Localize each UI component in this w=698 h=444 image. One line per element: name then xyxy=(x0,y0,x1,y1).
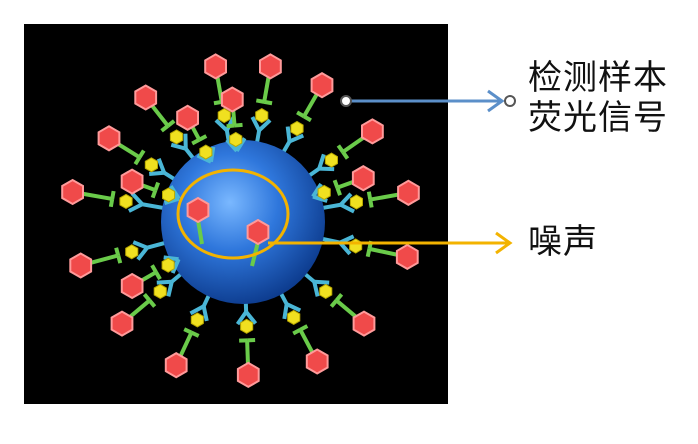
fluorophore-marker xyxy=(236,361,260,389)
antibody-complex xyxy=(61,178,167,213)
noise-label: 噪声 xyxy=(528,222,598,262)
antibody-complex xyxy=(97,125,178,183)
antigen-marker xyxy=(255,108,269,124)
antigen-marker xyxy=(240,318,254,334)
antigen-marker xyxy=(161,257,175,273)
fluorophore-marker xyxy=(397,179,420,206)
antigen-marker xyxy=(153,283,167,299)
antigen-marker xyxy=(317,184,331,200)
fluorophore-marker xyxy=(204,53,227,80)
fluorophore-marker xyxy=(120,272,144,300)
antibody-complex xyxy=(176,104,216,164)
antibody-complex xyxy=(220,86,247,153)
antibody-complexes-front xyxy=(120,86,375,300)
antigen-marker xyxy=(119,193,133,209)
fluorophore-marker xyxy=(352,310,376,337)
noise-arrow xyxy=(268,231,513,255)
sample-signal-label-line2: 荧光信号 xyxy=(528,98,668,138)
signal-arrow xyxy=(340,89,516,113)
antibody-complex xyxy=(301,270,376,337)
antigen-marker xyxy=(169,129,184,145)
antibody-complex xyxy=(235,299,260,389)
antibody-complex xyxy=(134,84,197,162)
antigen-marker xyxy=(349,194,363,210)
fluorophore-marker xyxy=(134,84,158,111)
fluorophore-marker xyxy=(395,243,419,271)
fluorophore-marker xyxy=(120,168,144,195)
sample-signal-label-line1: 检测样本 xyxy=(528,58,668,98)
antigen-marker xyxy=(162,187,176,203)
antigen-marker xyxy=(229,131,243,148)
fluorophore-marker xyxy=(69,252,93,279)
antibody-complex xyxy=(318,234,419,271)
fluorophore-marker xyxy=(110,310,134,337)
antibody-complex xyxy=(164,291,212,379)
noise-fluorophore xyxy=(186,196,210,245)
fluorophore-marker xyxy=(97,125,121,152)
antibody-complex xyxy=(280,72,334,156)
antigen-marker xyxy=(324,152,338,168)
fluorophore-marker xyxy=(259,53,282,80)
antigen-marker xyxy=(349,238,363,254)
antigen-marker xyxy=(190,312,204,328)
noise-highlight-ellipse xyxy=(176,168,290,260)
antigen-marker xyxy=(217,108,231,124)
sample-signal-label: 检测样本 荧光信号 xyxy=(528,58,698,138)
fluorophore-marker xyxy=(305,348,329,375)
fluorophore-marker xyxy=(351,165,375,192)
antibody-complex xyxy=(110,270,185,337)
antibody-complex xyxy=(305,118,384,179)
antibody-complexes-back xyxy=(61,53,420,389)
bead xyxy=(161,140,325,304)
antigen-marker xyxy=(290,120,304,137)
antigen-marker xyxy=(287,309,301,325)
antigen-marker xyxy=(199,144,213,160)
fluorophore-marker xyxy=(176,104,199,131)
antibody-complex xyxy=(120,168,181,205)
antibody-complex xyxy=(69,240,169,279)
fluorophore-marker xyxy=(310,72,334,99)
fluorophore-marker xyxy=(361,118,384,145)
fluorophore-marker xyxy=(61,178,84,206)
antibody-complex xyxy=(250,53,282,146)
antigen-marker xyxy=(144,157,158,173)
antibody-complex xyxy=(311,165,375,203)
antibody-complex xyxy=(204,53,236,146)
antigen-marker xyxy=(319,283,333,299)
fluorophore-marker xyxy=(164,352,188,379)
antibody-complex xyxy=(120,255,181,300)
fluorophore-marker xyxy=(220,86,244,113)
antigen-marker xyxy=(125,244,139,260)
antibody-complex xyxy=(277,289,329,375)
